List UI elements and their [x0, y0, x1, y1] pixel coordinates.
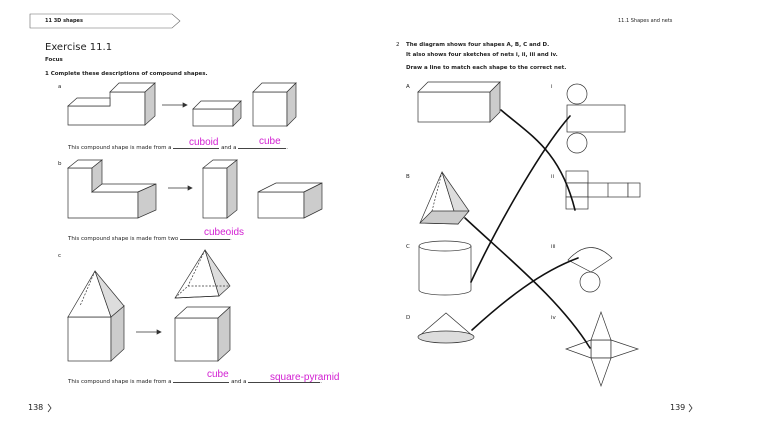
question-2-line3: Draw a line to match each shape to the c…	[406, 65, 567, 71]
arrow-b	[168, 185, 193, 191]
shape-a-cuboid	[417, 81, 501, 123]
question-2-line2: It also shows four sketches of nets i, i…	[406, 52, 558, 58]
sentence-c: This compound shape is made from a and a…	[68, 379, 323, 385]
chevron-right-icon	[688, 403, 693, 413]
cuboid-a	[192, 100, 242, 127]
sentence-a: This compound shape is made from a and a…	[68, 145, 289, 151]
net-i-cylinder	[566, 83, 626, 154]
page-header-right: 11.1 Shapes and nets	[618, 18, 673, 24]
net-label-iii: iii	[551, 244, 556, 250]
shape-b-pyramid	[419, 170, 470, 225]
part-a-label: a	[58, 84, 62, 90]
answer-c1[interactable]: cube	[207, 369, 229, 380]
section-label: Focus	[45, 57, 63, 63]
net-label-i: i	[551, 84, 553, 90]
shape-label-a: A	[406, 84, 410, 90]
arrow-a	[162, 102, 188, 108]
sentence-b: This compound shape is made from two .	[68, 236, 232, 242]
net-iv-pyramid	[564, 310, 640, 388]
sentence-a-start: This compound shape is made from a	[68, 145, 172, 151]
compound-shape-b	[67, 159, 157, 219]
part-c-label: c	[58, 253, 62, 259]
line-c-to-i	[470, 115, 571, 283]
compound-shape-c	[67, 270, 125, 362]
net-label-iv: iv	[551, 315, 556, 321]
compound-shape-a	[67, 82, 156, 126]
net-label-ii: ii	[551, 174, 555, 180]
chapter-tab: 11 3D shapes	[45, 18, 83, 24]
shape-label-c: C	[406, 244, 410, 250]
exercise-title: Exercise 11.1	[45, 42, 113, 53]
shape-d-cone	[417, 312, 475, 344]
shape-c-cylinder	[418, 240, 472, 296]
wide-cuboid-b	[257, 182, 323, 219]
chapter-tab-shape	[29, 13, 181, 29]
line-a-to-ii	[500, 109, 576, 211]
part-b-label: b	[58, 161, 62, 167]
sentence-c-start: This compound shape is made from a	[68, 379, 172, 385]
question-1: 1 Complete these descriptions of compoun…	[45, 71, 208, 77]
net-ii-cuboid	[565, 170, 641, 210]
sentence-a-mid: and a	[221, 145, 237, 151]
answer-a2[interactable]: cube	[259, 136, 281, 147]
question-2-number: 2	[396, 42, 400, 48]
tall-cuboid-b	[202, 159, 238, 219]
answer-a1[interactable]: cuboid	[189, 137, 219, 148]
chevron-right-icon	[47, 403, 52, 413]
answer-b1[interactable]: cubeoids	[204, 227, 245, 238]
shape-label-b: B	[406, 174, 410, 180]
page-number-left: 138	[28, 403, 44, 412]
cube-c	[174, 306, 231, 362]
arrow-c	[136, 329, 162, 335]
question-2-line1: The diagram shows four shapes A, B, C an…	[406, 42, 550, 48]
net-iii-cone	[567, 247, 613, 293]
shape-label-d: D	[406, 315, 411, 321]
line-b-to-iv	[464, 217, 591, 349]
cube-a	[252, 82, 297, 127]
line-d-to-iii	[471, 257, 579, 331]
sentence-c-mid: and a	[231, 379, 247, 385]
sentence-b-start: This compound shape is made from two	[68, 236, 179, 242]
answer-c2[interactable]: square-pyramid	[270, 372, 340, 383]
pyramid-c	[174, 249, 231, 299]
page-number-right: 139	[670, 403, 686, 412]
matching-lines	[464, 109, 591, 349]
